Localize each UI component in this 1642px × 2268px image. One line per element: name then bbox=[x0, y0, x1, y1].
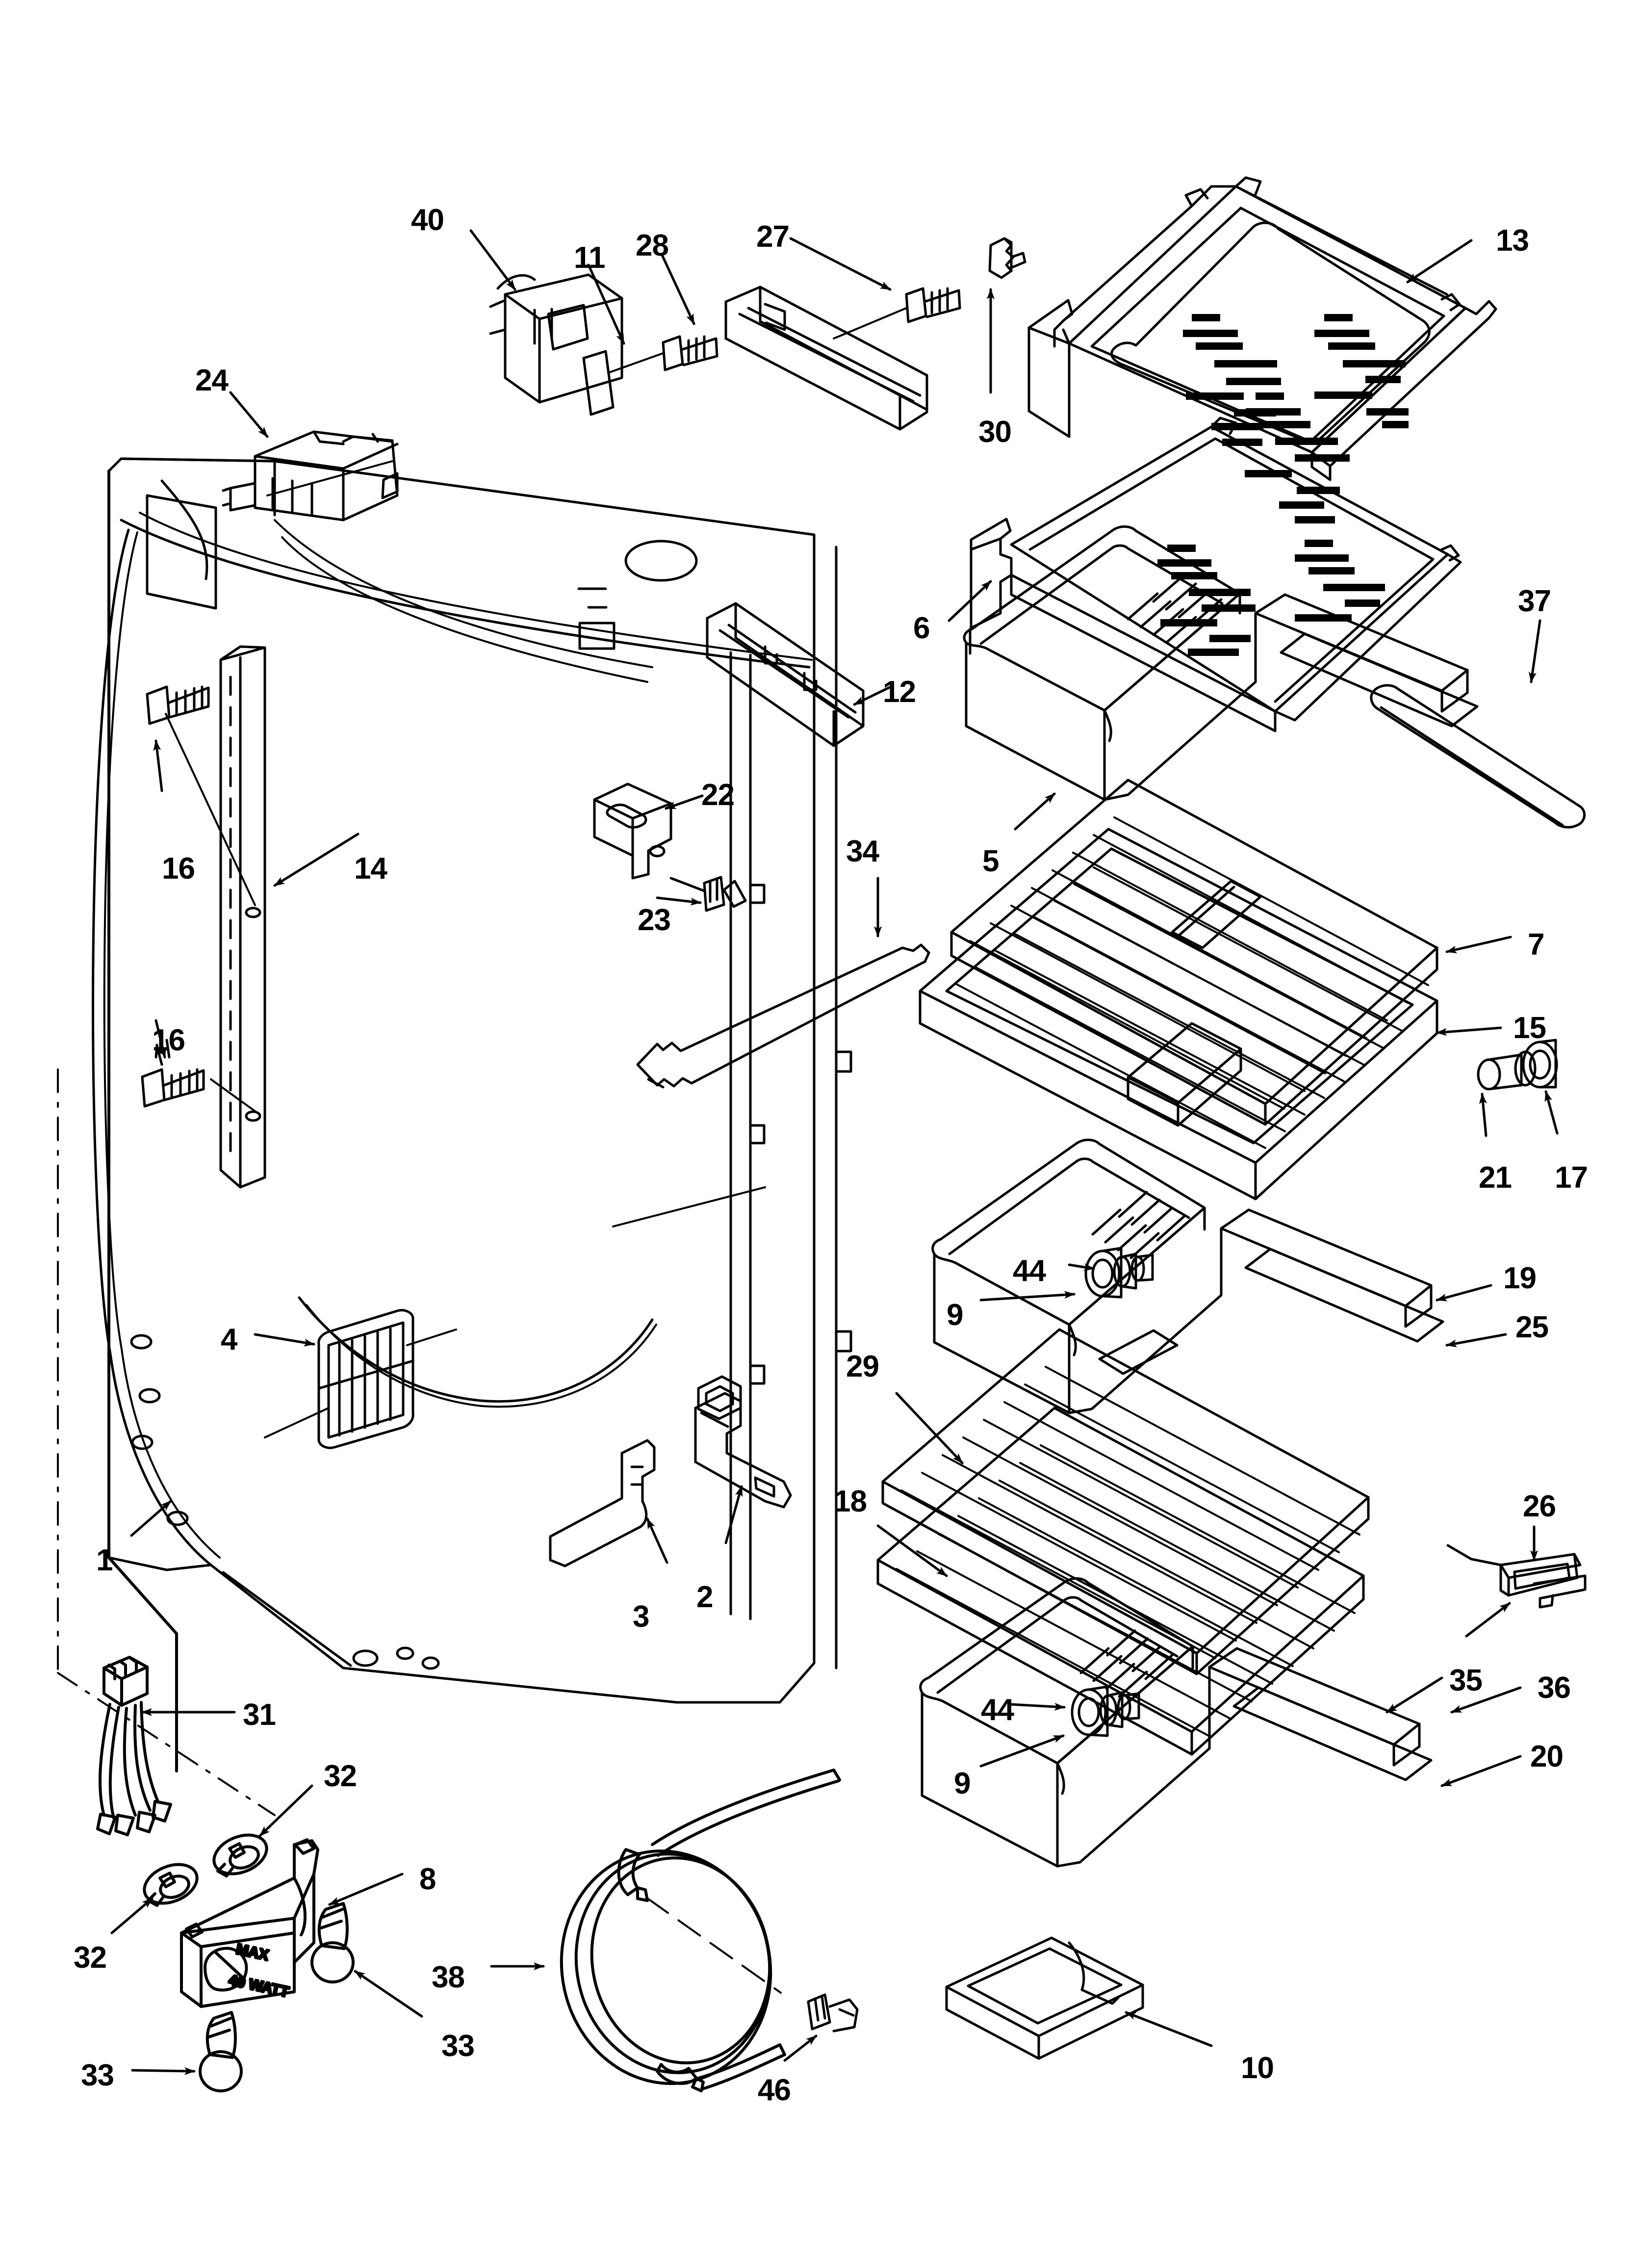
shelf-ladder-rail bbox=[219, 645, 266, 1189]
bracket-26 bbox=[1446, 1544, 1587, 1609]
rail-37 bbox=[1370, 684, 1586, 829]
callout-35: 35 bbox=[1449, 1664, 1483, 1697]
callout-34: 34 bbox=[846, 834, 879, 868]
callout-16-upper: 16 bbox=[162, 852, 195, 886]
slide-3 bbox=[549, 1439, 656, 1567]
vent-grille-4 bbox=[317, 1309, 414, 1449]
callout-12: 12 bbox=[883, 675, 916, 709]
top-rail-27 bbox=[724, 286, 928, 431]
wire-harness-31 bbox=[96, 1656, 172, 1836]
callout-32-lower: 32 bbox=[74, 1941, 107, 1975]
callout-5: 5 bbox=[982, 844, 999, 878]
callout-7: 7 bbox=[1528, 928, 1544, 962]
callout-11: 11 bbox=[574, 241, 606, 275]
callout-29: 29 bbox=[846, 1350, 879, 1383]
part-40-housing bbox=[489, 273, 623, 416]
callout-28: 28 bbox=[636, 229, 669, 262]
callout-21: 21 bbox=[1479, 1161, 1512, 1195]
callout-33-right: 33 bbox=[441, 2029, 475, 2063]
callout-36: 36 bbox=[1538, 1671, 1571, 1705]
shelf-18 bbox=[876, 1407, 1365, 1756]
slide-2 bbox=[694, 1375, 792, 1509]
callout-27: 27 bbox=[756, 220, 790, 254]
callout-10: 10 bbox=[1241, 2051, 1274, 2085]
water-tube-38 bbox=[560, 1769, 841, 2092]
callout-9-upper: 9 bbox=[947, 1298, 963, 1332]
crisper-drawer-20 bbox=[919, 1577, 1433, 1868]
bulb-33-a bbox=[310, 1902, 355, 1983]
callout-19: 19 bbox=[1503, 1261, 1537, 1295]
humidity-knob-9-lower bbox=[1071, 1685, 1140, 1737]
frame-10 bbox=[945, 1936, 1144, 2060]
callout-13: 13 bbox=[1496, 224, 1529, 258]
cover-frame-15 bbox=[919, 828, 1438, 1200]
screw-46 bbox=[807, 1993, 859, 2033]
clip-32-b bbox=[212, 1833, 268, 1877]
callout-17: 17 bbox=[1555, 1161, 1588, 1195]
callout-4: 4 bbox=[221, 1323, 237, 1356]
callout-40: 40 bbox=[411, 203, 444, 237]
callout-24: 24 bbox=[195, 364, 229, 397]
shelf-29 bbox=[881, 1328, 1370, 1675]
temperature-control-24 bbox=[222, 430, 399, 521]
callout-1: 1 bbox=[96, 1543, 113, 1577]
callout-20: 20 bbox=[1530, 1740, 1564, 1773]
callout-9-lower: 9 bbox=[954, 1767, 971, 1800]
callout-33-left: 33 bbox=[81, 2059, 114, 2092]
bulb-33-b bbox=[199, 2011, 243, 2092]
callout-26: 26 bbox=[1523, 1489, 1556, 1523]
lamp-watt-line1: MAX bbox=[235, 1941, 270, 1964]
screw-28 bbox=[662, 335, 718, 371]
callout-32-upper: 32 bbox=[324, 1759, 357, 1793]
callout-3: 3 bbox=[633, 1600, 649, 1634]
callout-2: 2 bbox=[696, 1580, 713, 1614]
callout-23: 23 bbox=[638, 903, 671, 937]
glass-shelf-lower bbox=[970, 417, 1462, 732]
callout-46: 46 bbox=[758, 2073, 791, 2107]
callout-6: 6 bbox=[913, 611, 930, 645]
callout-25: 25 bbox=[1515, 1310, 1549, 1344]
bracket-22 bbox=[593, 782, 672, 880]
roller-pin-17-21 bbox=[1477, 1039, 1558, 1091]
glass-shelf-13 bbox=[1027, 176, 1497, 523]
screw-27 bbox=[905, 287, 961, 323]
clip-32-a bbox=[143, 1863, 199, 1907]
callout-30: 30 bbox=[978, 415, 1012, 449]
callout-37: 37 bbox=[1518, 584, 1551, 618]
screw-16-upper bbox=[146, 685, 210, 725]
trim-rail-12 bbox=[706, 602, 865, 747]
trim-34 bbox=[636, 943, 930, 1089]
callout-8: 8 bbox=[419, 1862, 436, 1896]
screw-16-lower bbox=[141, 1068, 205, 1108]
callout-16-lower: 16 bbox=[152, 1023, 185, 1057]
callout-15: 15 bbox=[1513, 1011, 1546, 1045]
callout-31: 31 bbox=[243, 1698, 276, 1732]
callout-44-upper: 44 bbox=[1013, 1254, 1046, 1288]
callout-44-lower: 44 bbox=[981, 1693, 1014, 1727]
callout-38: 38 bbox=[432, 1960, 465, 1994]
meat-pan-5 bbox=[963, 525, 1479, 801]
callout-18: 18 bbox=[834, 1485, 867, 1518]
clip-30 bbox=[988, 237, 1026, 279]
humidity-knob-9-upper bbox=[1084, 1247, 1154, 1299]
cabinet-liner-shell bbox=[92, 457, 852, 1773]
callout-14: 14 bbox=[354, 852, 387, 886]
wire-shelf-7 bbox=[950, 779, 1438, 1126]
callout-22: 22 bbox=[701, 778, 735, 812]
lamp-housing-8 bbox=[180, 1838, 319, 2008]
screw-23 bbox=[669, 876, 747, 912]
